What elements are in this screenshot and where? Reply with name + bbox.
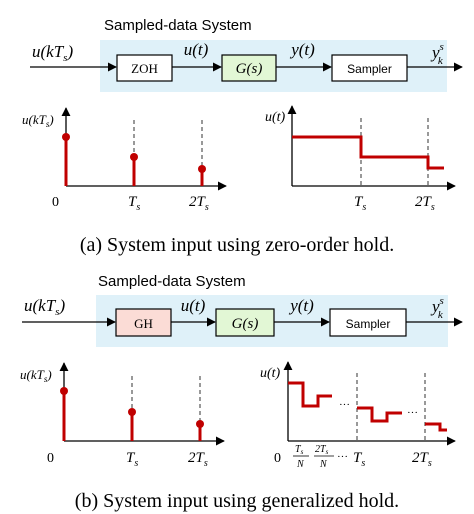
panel-b: Sampled-data System u(kTs) GH u(t) G(s) …: [20, 273, 463, 512]
tick-zero-left-a: 0: [52, 195, 59, 210]
svg-text:N: N: [296, 459, 305, 470]
gs-label-b: G(s): [232, 316, 259, 332]
gh-ellipsis-2: ···: [407, 407, 418, 419]
gs-block-a: [221, 54, 277, 82]
gh-signal-seg3: [425, 422, 447, 432]
input-signal-b: u(kTs): [24, 296, 65, 318]
zoh-label: ZOH: [131, 61, 158, 76]
gh-plot: u(t) ··· ··· 0 Ts N 2Ts N ···: [260, 361, 456, 470]
stem-dot-1-b: [128, 408, 136, 416]
gh-block: [115, 308, 172, 337]
stem-plot-a: u(kTs) 0 Ts 2Ts: [22, 107, 227, 213]
input-signal-a: u(kTs): [32, 42, 73, 64]
stem-dot-1-a: [130, 153, 138, 161]
zoh-signal: [292, 135, 444, 170]
tick-ts-left-b: Ts: [126, 450, 138, 469]
caption-a: (a) System input using zero-order hold.: [80, 234, 394, 256]
tick-frac-1: Ts N: [293, 444, 309, 470]
svg-text:Ts: Ts: [295, 444, 304, 456]
gs-label-a: G(s): [236, 61, 263, 77]
tick-ts-left-a: Ts: [128, 194, 140, 213]
sampler-block-a: [331, 54, 408, 82]
stem-dot-2-a: [198, 165, 206, 173]
tick-2ts-right-b: 2Ts: [412, 450, 432, 469]
caption-b: (b) System input using generalized hold.: [75, 490, 399, 512]
sampler-label-b: Sampler: [346, 317, 391, 331]
tick-zero-left-b: 0: [47, 451, 54, 466]
tick-ts-right-a: Ts: [354, 194, 366, 213]
tick-2ts-left-b: 2Ts: [188, 450, 208, 469]
system-title-a: Sampled-data System: [104, 17, 252, 34]
gh-label: GH: [134, 316, 153, 331]
tick-2ts-right-a: 2Ts: [415, 194, 435, 213]
stem-dot-0-a: [62, 133, 70, 141]
zoh-block: [116, 54, 173, 82]
stem-ylabel-b: u(kTs): [20, 367, 52, 384]
stem-ylabel-a: u(kTs): [22, 112, 54, 129]
svg-text:2Ts: 2Ts: [315, 444, 329, 456]
gh-signal-seg1: [288, 381, 332, 408]
gh-signal-seg2: [357, 406, 402, 423]
zoh-ylabel: u(t): [265, 110, 286, 125]
panel-a: Sampled-data System u(kTs) ZOH u(t) G(s)…: [22, 17, 463, 256]
tick-ts-right-b: Ts: [353, 450, 365, 469]
gh-ylabel: u(t): [260, 366, 281, 381]
zoh-plot: u(t) Ts 2Ts: [265, 105, 456, 213]
mid-signal-b: u(t): [181, 296, 206, 315]
tick-zero-right-b: 0: [274, 451, 281, 466]
tick-frac-2: 2Ts N: [314, 444, 334, 470]
stem-dot-0-b: [60, 387, 68, 395]
tick-ellipsis: ···: [337, 451, 348, 463]
sampler-label-a: Sampler: [347, 62, 392, 76]
mid-signal-a: u(t): [184, 40, 209, 59]
stem-dot-2-b: [196, 420, 204, 428]
out-signal-b: y(t): [288, 296, 314, 315]
system-title-b: Sampled-data System: [98, 273, 246, 290]
tick-2ts-left-a: 2Ts: [189, 194, 209, 213]
stem-plot-b: u(kTs) 0 Ts 2Ts: [20, 362, 225, 469]
out-signal-a: y(t): [289, 40, 315, 59]
svg-text:N: N: [319, 459, 328, 470]
gh-ellipsis-1: ···: [339, 399, 350, 411]
